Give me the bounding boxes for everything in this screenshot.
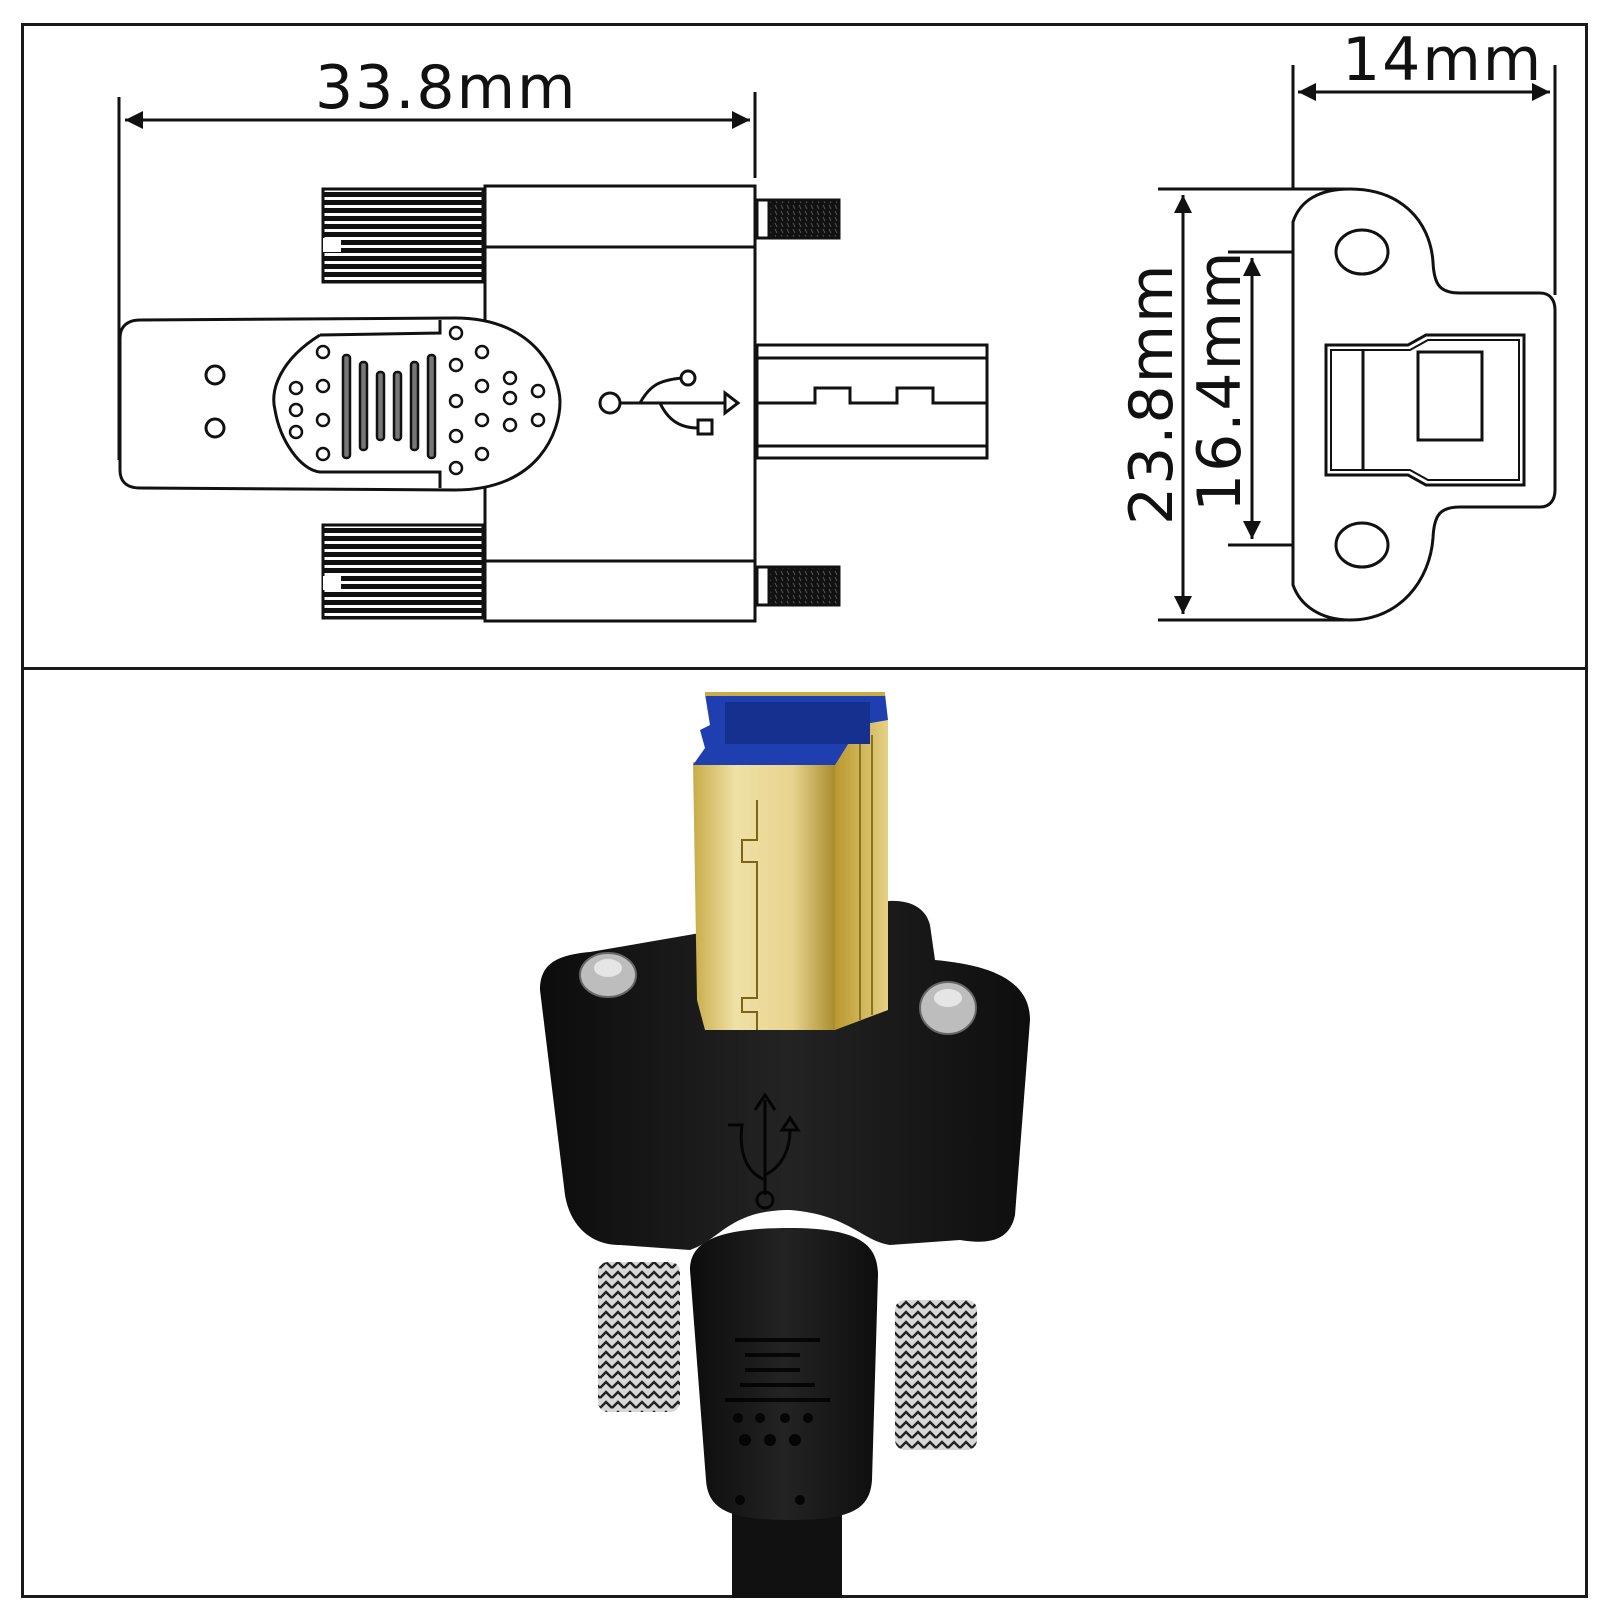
dimension-drawing: 33.8mm 14mm 23.8mm 16.4mm	[117, 25, 1557, 623]
length-dimension-label: 33.8mm	[315, 53, 578, 123]
section-divider	[21, 667, 1588, 670]
front-view	[1158, 65, 1557, 622]
side-view	[117, 92, 989, 623]
width-dimension-label: 14mm	[1342, 25, 1543, 95]
screw-spacing-dimension-label: 16.4mm	[1185, 250, 1255, 513]
height-dimension-label: 23.8mm	[1117, 263, 1187, 526]
usb-trident-icon	[598, 369, 741, 436]
